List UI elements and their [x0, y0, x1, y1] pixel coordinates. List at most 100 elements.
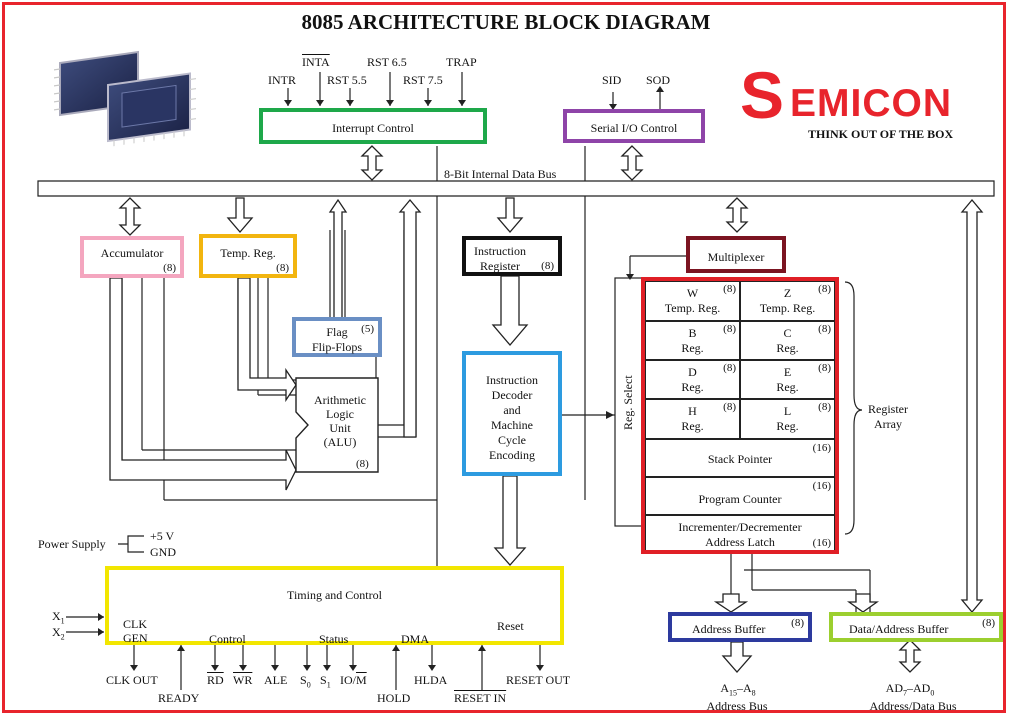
address-bus-label: Address Bus — [706, 699, 768, 713]
arrow-data-bus-out — [898, 639, 922, 673]
iom-m-text: M — [356, 673, 367, 687]
arrow-bus-ir — [496, 197, 524, 233]
arrow-flag-bus — [328, 198, 348, 319]
reg-z-bits: (8) — [818, 283, 831, 295]
iom-label: IO/M — [340, 674, 367, 686]
arrow-addr-buffer — [713, 593, 749, 613]
intr-label: INTR — [268, 73, 296, 87]
diagram-title: 8085 ARCHITECTURE BLOCK DIAGRAM — [301, 10, 711, 34]
rst55-label: RST 5.5 — [327, 73, 367, 87]
hlda-label: HLDA — [414, 673, 448, 687]
address-buffer-bits: (8) — [791, 617, 804, 629]
arrow-acc-bus — [118, 197, 142, 236]
inta-label: INTA — [302, 55, 330, 69]
register-h: H Reg. (8) — [645, 399, 740, 439]
address-buffer-block: Address Buffer (8) — [668, 612, 812, 642]
flag-label-1: Flag — [326, 325, 348, 339]
alu-bits: (8) — [356, 458, 369, 470]
rst75-label: RST 7.5 — [403, 73, 443, 87]
register-l: L Reg. (8) — [740, 399, 835, 439]
reg-w-name: W — [686, 286, 699, 300]
reg-h-bits: (8) — [723, 401, 736, 413]
temp-reg-bits: (8) — [276, 262, 289, 274]
reg-b-type: Reg. — [681, 341, 704, 355]
interrupt-control-label: Interrupt Control — [332, 121, 414, 135]
register-array-label-2: Array — [874, 417, 902, 431]
reg-e-name: E — [783, 365, 792, 379]
reg-e-type: Reg. — [776, 380, 799, 394]
s1-text: S — [320, 673, 327, 687]
decoder-label-3: and — [503, 403, 521, 417]
addr-bus-a15: 15 — [729, 688, 737, 698]
incrementer-label-1: Incrementer/Decrementer — [678, 520, 802, 534]
incrementer-decrementer: Incrementer/Decrementer Address Latch (1… — [645, 515, 835, 550]
logo-tagline: THINK OUT OF THE BOX — [808, 127, 954, 141]
x1-label: X1 — [52, 610, 65, 625]
addr-bus-name-1: A15–A8 — [700, 682, 776, 697]
s0-label: S0 — [300, 674, 311, 689]
x2-label: X2 — [52, 626, 65, 641]
wr-label: WR — [233, 673, 253, 687]
flag-bits: (5) — [361, 323, 374, 335]
clk-label: CLK — [123, 617, 147, 631]
instruction-register-block: Instruction Register (8) — [462, 236, 562, 276]
arrow-bus-data-buffer — [960, 198, 984, 614]
reset-group-label: Reset — [497, 619, 524, 633]
decoder-label-4: Machine — [491, 418, 533, 432]
arrow-acc-alu — [109, 277, 297, 491]
data-bus-ad0: 0 — [930, 688, 935, 698]
dma-group-label: DMA — [401, 632, 430, 646]
arrow-alu-bus — [398, 198, 422, 438]
reg-l-name: L — [783, 404, 792, 418]
decoder-label-6: Encoding — [489, 448, 535, 462]
reg-z-type: Temp. Reg. — [759, 301, 816, 315]
register-w: W Temp. Reg. (8) — [645, 281, 740, 321]
stack-pointer-label: Stack Pointer — [707, 452, 773, 466]
alu-label-3: Unit — [329, 421, 351, 435]
address-data-bus-label: Address/Data Bus — [869, 699, 957, 713]
control-group-label: Control — [209, 632, 246, 646]
addr-bus-dash: –A — [737, 681, 752, 695]
reg-c-bits: (8) — [818, 323, 831, 335]
arrow-interrupt-bus — [360, 145, 384, 181]
data-bus-ad7: 7 — [903, 688, 907, 698]
incrementer-bits: (16) — [812, 537, 831, 549]
logo-name: EMICON — [790, 82, 952, 125]
register-array-label-1: Register — [868, 402, 908, 416]
addr-bus-a: A — [720, 681, 729, 695]
reg-e-bits: (8) — [818, 362, 831, 374]
logo-initial: S — [740, 58, 785, 132]
reg-d-type: Reg. — [681, 380, 704, 394]
sod-label: SOD — [646, 73, 671, 87]
ir-label-2: Register — [480, 259, 520, 273]
rst65-label: RST 6.5 — [367, 55, 407, 69]
data-address-buffer-bits: (8) — [982, 617, 995, 629]
power-gnd-label: GND — [150, 545, 176, 559]
x1-text: X — [52, 609, 61, 623]
ir-label-1: Instruction — [474, 244, 526, 258]
clkout-label: CLK OUT — [106, 673, 158, 687]
decoder-label-5: Cycle — [498, 433, 526, 447]
accumulator-label: Accumulator — [100, 246, 164, 260]
x2-sub: 2 — [60, 632, 65, 642]
arrow-bus-temp — [226, 197, 254, 233]
timing-control-block: Timing and Control CLK GEN Control Statu… — [105, 566, 564, 645]
s0-sub: 0 — [306, 680, 311, 690]
interrupt-control-block: Interrupt Control — [259, 108, 487, 144]
reg-b-name: B — [688, 326, 697, 340]
x2-text: X — [52, 625, 61, 639]
status-group-label: Status — [319, 632, 349, 646]
data-bus-name-1: AD7–AD0 — [866, 682, 954, 697]
address-buffer-label: Address Buffer — [692, 622, 766, 636]
arrow-ir-decoder — [491, 275, 529, 347]
incrementer-label-2: Address Latch — [705, 535, 775, 549]
arrow-decoder-timing — [493, 475, 527, 566]
stack-pointer-bits: (16) — [812, 442, 831, 454]
ir-bits: (8) — [541, 260, 554, 272]
decoder-label-2: Decoder — [491, 388, 533, 402]
reg-select-label: Reg. Select — [621, 375, 635, 430]
arrow-mux-bus — [725, 197, 749, 233]
serial-io-label: Serial I/O Control — [590, 121, 678, 135]
ready-label: READY — [158, 691, 200, 705]
